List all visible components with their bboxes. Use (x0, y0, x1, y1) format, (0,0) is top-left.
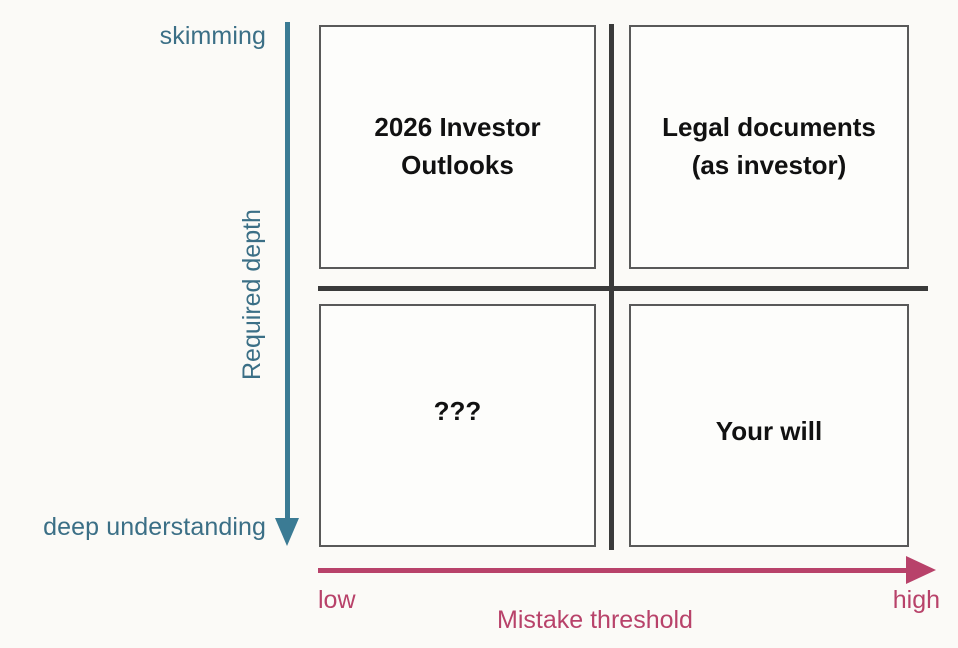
quadrant-divider-horizontal (318, 286, 928, 291)
x-axis-title: Mistake threshold (497, 606, 693, 634)
quadrant-bottom-right: Your will (629, 304, 909, 547)
quadrant-top-right-line2: (as investor) (691, 150, 847, 180)
quadrant-top-left: 2026 Investor Outlooks (319, 25, 596, 269)
quadrant-top-right: Legal documents (as investor) (629, 25, 909, 269)
vertical-axis-line (285, 22, 290, 525)
horizontal-axis-line (318, 568, 913, 573)
y-axis-top-label: skimming (159, 22, 266, 50)
quadrant-top-left-line1: 2026 Investor (374, 112, 541, 143)
y-axis-bottom-label: deep understanding (43, 513, 266, 541)
quadrant-top-right-text: Legal documents (as investor) (662, 109, 876, 184)
quadrant-bottom-left-line1: ??? (433, 395, 482, 426)
y-axis-title: Required depth (238, 209, 266, 380)
quadrant-top-left-line2: Outlooks (401, 150, 514, 180)
quadrant-bottom-right-line1: Your will (715, 415, 823, 446)
quadrant-bottom-right-text: Your will (716, 413, 822, 451)
quadrant-bottom-left-text: ??? (434, 393, 482, 431)
x-axis-right-label: high (892, 586, 940, 614)
quadrant-top-left-text: 2026 Investor Outlooks (374, 109, 540, 184)
quadrant-top-right-line1: Legal documents (662, 112, 876, 143)
vertical-axis-arrowhead-icon (275, 518, 299, 546)
quadrant-bottom-left: ??? (319, 304, 596, 547)
horizontal-axis-arrowhead-icon (906, 556, 936, 584)
x-axis-left-label: low (318, 586, 356, 614)
